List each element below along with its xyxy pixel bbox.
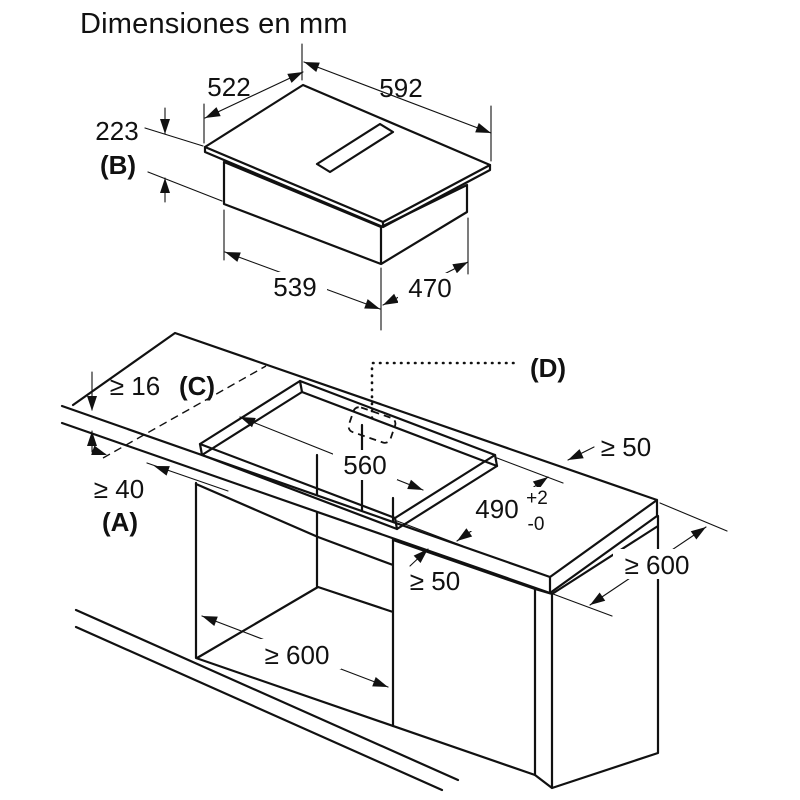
dim-cutout-depth-label: 490 <box>475 494 518 524</box>
base-cabinet <box>194 481 537 777</box>
floor-lines <box>74 608 460 792</box>
dim-worktop-thickness-label: ≥ 16 <box>110 371 160 401</box>
dim-body-width-label: 539 <box>273 272 316 302</box>
dim-worktop-depth-label: ≥ 600 <box>625 550 690 580</box>
worktop-outline <box>71 331 659 595</box>
dim-rear-clearance-ref: (A) <box>102 507 138 537</box>
dim-side-clearance-label: ≥ 50 <box>601 432 651 462</box>
wall-reference-line <box>102 365 267 459</box>
installation-isometric-view: ≥ 16 (C) ≥ 40 (A) 560 490 +2 -0 ≥ 50 ≥ 5… <box>60 331 728 792</box>
cabinet-interior-lines <box>194 423 395 728</box>
vent-slot <box>315 122 395 174</box>
dim-cutout-depth-tol-minus: -0 <box>528 514 545 535</box>
dim-clearance-below-label: ≥ 50 <box>410 566 460 596</box>
dim-height-ref-label: (B) <box>100 150 136 180</box>
dim-cutout-depth-tol-plus: +2 <box>526 488 548 509</box>
hob-isometric-view: 522 592 223 (B) 539 470 <box>95 43 493 331</box>
dim-top-depth-label: 522 <box>207 72 250 102</box>
dim-body-depth-label: 470 <box>408 273 451 303</box>
detail-area <box>347 406 397 444</box>
dim-top-width-label: 592 <box>379 73 422 103</box>
dim-height-label: 223 <box>95 116 138 146</box>
detail-ref-label: (D) <box>530 353 566 383</box>
dim-cutout-width-label: 560 <box>343 450 386 480</box>
right-cabinet <box>533 514 660 790</box>
dim-worktop-thickness-ref: (C) <box>179 371 215 401</box>
dim-rear-clearance-label: ≥ 40 <box>94 474 144 504</box>
page-title: Dimensiones en mm <box>80 8 348 40</box>
detail-leader <box>370 361 522 420</box>
dim-cabinet-width-label: ≥ 600 <box>265 640 330 670</box>
